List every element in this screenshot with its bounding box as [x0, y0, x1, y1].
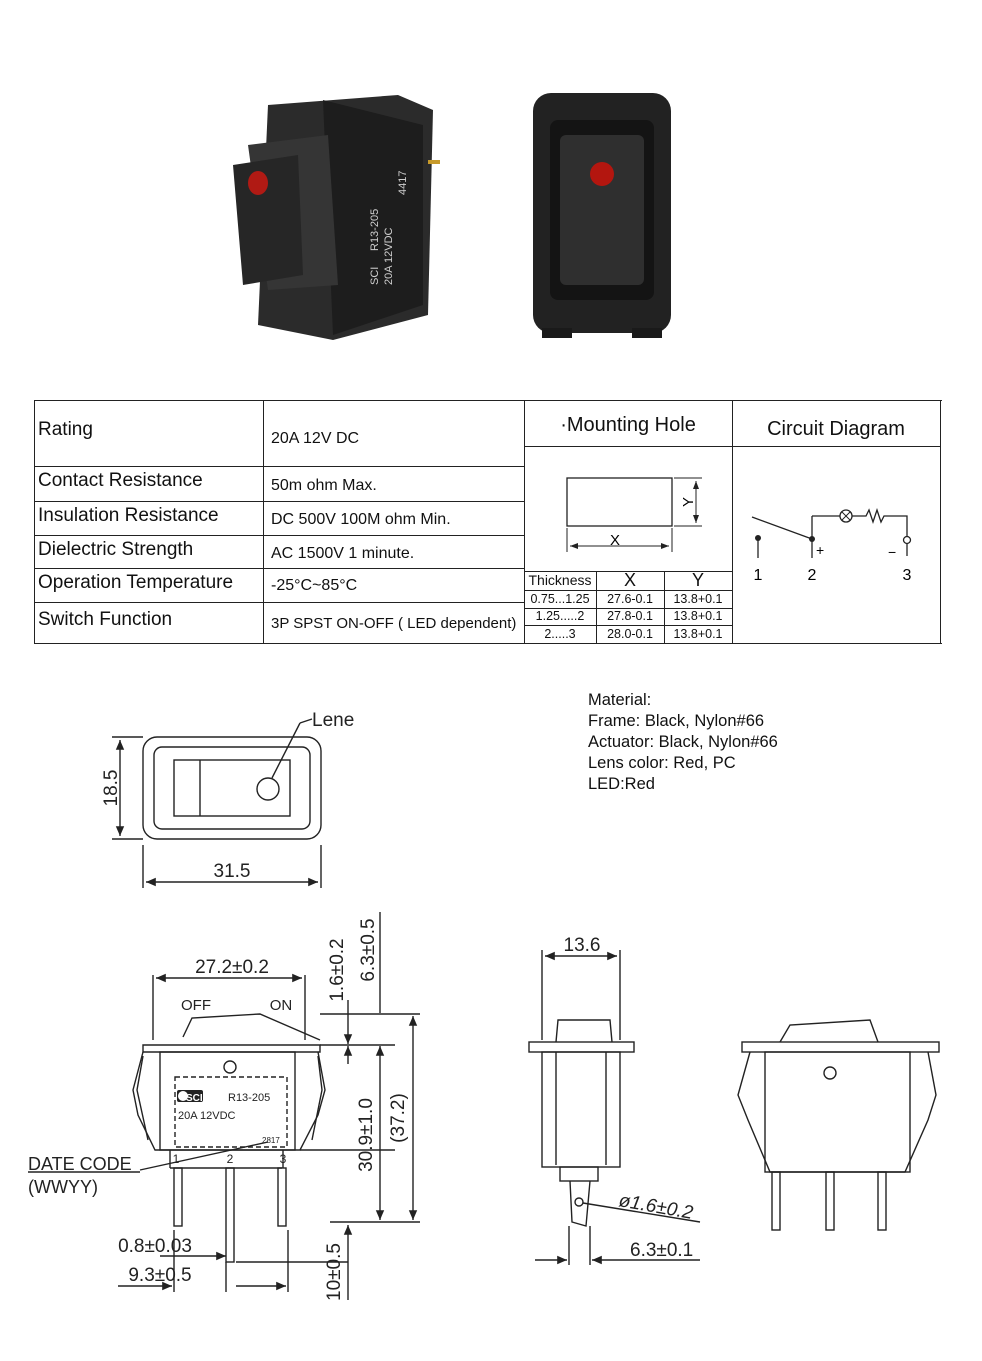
spec-value-dielectric: AC 1500V 1 minute.	[271, 545, 415, 562]
drawing-model: R13-205	[228, 1092, 270, 1104]
spec-value-temperature: -25°C~85°C	[271, 577, 358, 594]
spec-label-contact: Contact Resistance	[38, 470, 203, 491]
spec-label-temperature: Operation Temperature	[38, 572, 234, 593]
material-actuator: Actuator: Black, Nylon#66	[588, 733, 778, 751]
rocker-actuator	[182, 1013, 321, 1041]
drawing-code: 2817	[262, 1136, 280, 1145]
switch-photo-front	[533, 93, 671, 338]
date-code-label: DATE CODE	[28, 1154, 132, 1174]
pin-2-label: 2	[808, 567, 817, 584]
dim-9-3: 9.3±0.5	[128, 1265, 191, 1286]
photo-model: R13-205	[369, 209, 381, 251]
drawing-rating: 20A 12VDC	[178, 1110, 236, 1122]
mount-cell: 0.75...1.25	[530, 592, 590, 606]
spec-value-contact: 50m ohm Max.	[271, 477, 377, 494]
spec-label-function: Switch Function	[38, 609, 173, 630]
lens-circle	[256, 777, 280, 801]
mount-cell: 1.25.....2	[535, 609, 585, 623]
pin-1-label: 1	[754, 567, 763, 584]
dim-30-9: 30.9±1.0	[356, 1098, 377, 1172]
dim-0-8: 0.8±0.03	[118, 1236, 192, 1257]
mount-cell: 13.8+0.1	[673, 592, 723, 606]
pin-minus: −	[888, 544, 896, 560]
terminal-2	[225, 1167, 235, 1263]
material-notes: Material: Frame: Black, Nylon#66 Actuato…	[588, 690, 778, 795]
terminal-1-label: 1	[173, 1152, 180, 1166]
mount-cell: 13.8+0.1	[673, 627, 723, 641]
photo-brand: SCI	[369, 267, 381, 285]
dim-1-6: 1.6±0.2	[327, 938, 348, 1001]
material-led: LED:Red	[588, 775, 655, 793]
pin-plus: +	[816, 542, 824, 558]
mounting-y-label: Y	[680, 497, 697, 507]
wwyy-label: (WWYY)	[28, 1177, 98, 1197]
top-view-frame	[142, 736, 322, 840]
mounting-hole-title: ·Mounting Hole	[560, 414, 696, 436]
dim-18-5: 18.5	[101, 770, 122, 807]
resistor-icon	[852, 507, 908, 537]
spec-label-insulation: Insulation Resistance	[38, 505, 219, 526]
terminal-2-label: 2	[227, 1152, 234, 1166]
dimension-drawings: Lene 18.5 31.5 27.2±0.2 OFF ON 1.6±0.2 6…	[28, 710, 940, 1301]
circuit-schematic: + − 1 2 3	[751, 507, 912, 584]
on-label: ON	[270, 997, 293, 1014]
switch-photo-angled: SCI R13-205 20A 12VDC 4417	[233, 95, 440, 340]
dim-27-2: 27.2±0.2	[195, 957, 269, 978]
mount-cell: 2.....3	[544, 627, 576, 641]
material-lens: Lens color: Red, PC	[588, 754, 736, 772]
dim-phi-1-6: ø1.6±0.2	[617, 1190, 695, 1224]
spec-value-insulation: DC 500V 100M ohm Min.	[271, 511, 451, 528]
material-frame: Frame: Black, Nylon#66	[588, 712, 765, 730]
terminal-3	[277, 1167, 287, 1227]
material-heading: Material:	[588, 691, 652, 709]
lene-label: Lene	[312, 710, 354, 731]
mount-cell: 27.8-0.1	[607, 609, 653, 623]
terminal-1	[173, 1167, 183, 1227]
mount-header-y: Y	[691, 570, 704, 590]
terminal-3-label: 3	[280, 1152, 287, 1166]
spec-value-function: 3P SPST ON-OFF ( LED dependent)	[271, 614, 517, 632]
photo-code: 4417	[397, 171, 409, 195]
spec-label-rating: Rating	[38, 419, 93, 440]
mount-header-x: X	[623, 570, 636, 590]
mounting-x-label: X	[610, 532, 620, 549]
pin-3-label: 3	[903, 567, 912, 584]
dim-6-3: 6.3±0.5	[358, 918, 379, 981]
spec-table: Rating 20A 12V DC Contact Resistance 50m…	[34, 400, 942, 645]
off-label: OFF	[181, 997, 211, 1014]
mount-header-thickness: Thickness	[528, 572, 592, 588]
dim-6-3-tab: 6.3±0.1	[630, 1240, 693, 1261]
spec-label-dielectric: Dielectric Strength	[38, 539, 194, 560]
dim-37-2: (37.2)	[388, 1093, 409, 1143]
photo-rating: 20A 12VDC	[383, 227, 395, 285]
spec-value-rating: 20A 12V DC	[271, 430, 360, 447]
mount-cell: 27.6-0.1	[607, 592, 653, 606]
mounting-hole-drawing: X Y	[566, 477, 702, 552]
mount-cell: 28.0-0.1	[607, 627, 653, 641]
mount-cell: 13.8+0.1	[673, 609, 723, 623]
drawing-brand: SCI	[186, 1093, 203, 1104]
dim-13-6: 13.6	[564, 935, 601, 956]
circuit-diagram-title: Circuit Diagram	[767, 418, 905, 440]
dim-31-5: 31.5	[214, 861, 251, 882]
dim-10: 10±0.5	[324, 1243, 345, 1301]
